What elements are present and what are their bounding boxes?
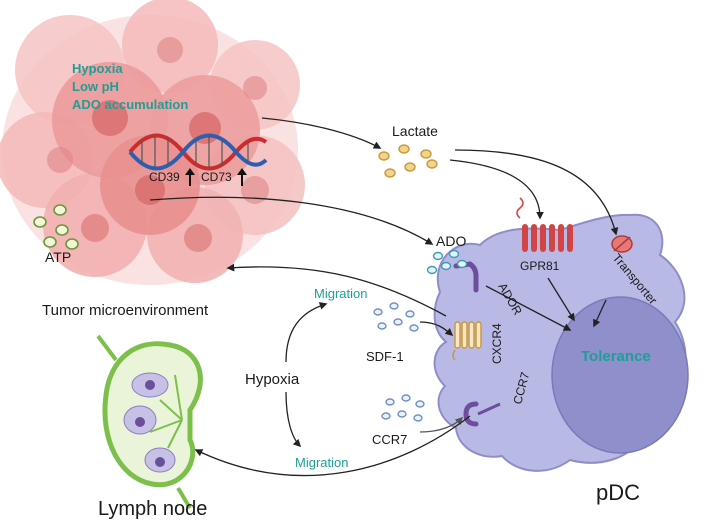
arrow-gpr81-to-tolerance	[547, 277, 575, 322]
tolerance-label: Tolerance	[581, 348, 651, 365]
condition-low-ph: Low pH	[72, 79, 119, 94]
arrow-transporter-to-tolerance	[593, 299, 607, 328]
sdf1-molecules-icon	[373, 302, 419, 332]
gene-cd39-label: CD39	[149, 170, 180, 184]
hypoxia-center-label: Hypoxia	[245, 371, 300, 388]
arrow-lactate-to-gpr81	[449, 159, 544, 220]
tumor-microenvironment-label: Tumor microenvironment	[42, 302, 209, 319]
lactate-molecules-icon	[378, 144, 438, 178]
ccr7-ligand-molecules-icon	[381, 394, 425, 422]
arrow-tumor-to-ado	[149, 196, 434, 245]
cxcr4-receptor-icon	[452, 321, 482, 361]
arrows	[149, 117, 619, 477]
arrow-ador-to-tolerance	[485, 285, 572, 331]
arrow-hypoxia-down	[285, 391, 302, 448]
arrow-migration-to-tumor	[226, 263, 447, 317]
lactate-label: Lactate	[392, 123, 438, 139]
pdc-label: pDC	[596, 480, 640, 505]
arrow-hypoxia-up	[285, 302, 328, 363]
lymph-node-icon	[96, 334, 203, 510]
lymph-node-label: Lymph node	[98, 498, 207, 520]
arrow-migration-to-lymph-node	[194, 415, 471, 477]
migration-up-label: Migration	[314, 286, 367, 301]
gpr81-receptor-icon	[516, 197, 573, 252]
ador-receptor-icon	[453, 261, 479, 293]
migration-down-label: Migration	[295, 455, 348, 470]
atp-molecules-icon	[33, 204, 79, 250]
atp-label: ATP	[45, 249, 71, 265]
arrow-tumor-to-lactate	[261, 117, 382, 149]
sdf1-label: SDF-1	[366, 349, 404, 364]
gpr81-label: GPR81	[520, 259, 560, 273]
cxcr4-label: CXCR4	[490, 323, 504, 364]
nucleus	[551, 296, 689, 454]
ado-label: ADO	[436, 233, 466, 249]
up-arrow-icon	[237, 168, 247, 186]
ccr7-ligand-label: CCR7	[372, 432, 407, 447]
dna-helix-icon	[128, 133, 268, 171]
ccr7-receptor-icon	[463, 401, 501, 427]
gene-cd73-label: CD73	[201, 170, 232, 184]
transporter-icon	[611, 235, 633, 253]
condition-ado-accumulation: ADO accumulation	[72, 97, 188, 112]
arrow-sdf1-to-cxcr4	[419, 321, 454, 337]
arrow-lactate-to-transporter	[454, 149, 619, 236]
ado-molecules-icon	[426, 249, 468, 275]
condition-hypoxia: Hypoxia	[72, 61, 123, 76]
up-arrow-icon	[185, 168, 195, 186]
arrow-ccr7-to-receptor	[419, 416, 464, 433]
